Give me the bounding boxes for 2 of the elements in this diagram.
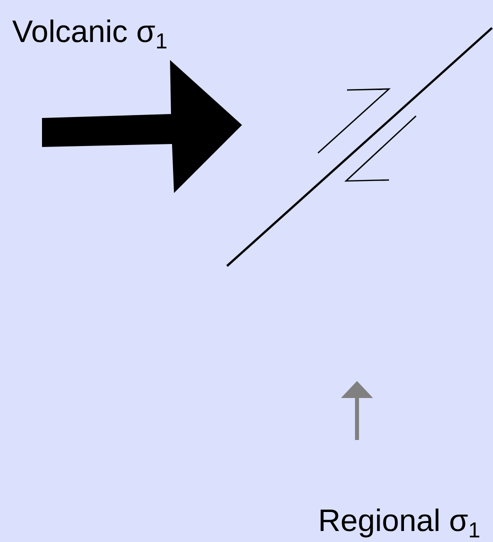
stress-label: Volcanic σ$_{1}$: [12, 20, 166, 48]
stress-label: Regional σ$_{1}$: [320, 508, 480, 538]
